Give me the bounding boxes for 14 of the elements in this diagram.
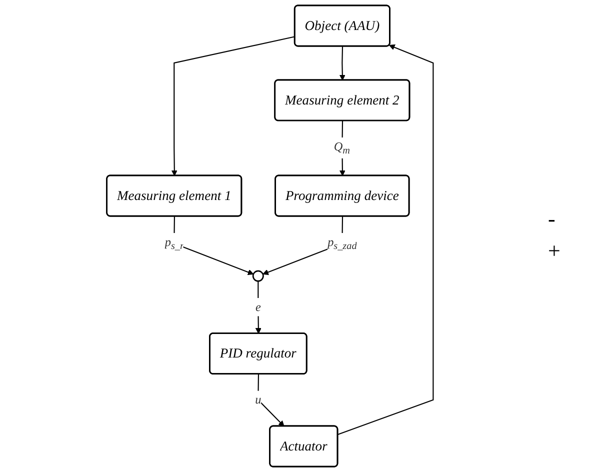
edge-label: p$_{s_zad}$ [328,234,357,252]
arrow [258,374,284,427]
arrow [339,46,346,80]
arrow [339,120,346,176]
node-circle [252,270,264,282]
sign-label: - [548,206,556,232]
arrow [171,36,296,176]
edge-label: Q$_{m}$ [334,139,350,156]
sign-label: + [548,238,562,264]
arrow [174,216,254,276]
edge-label: e [255,300,261,314]
arrow [338,44,434,435]
arrow [255,281,262,334]
edge-label: u [255,392,262,406]
